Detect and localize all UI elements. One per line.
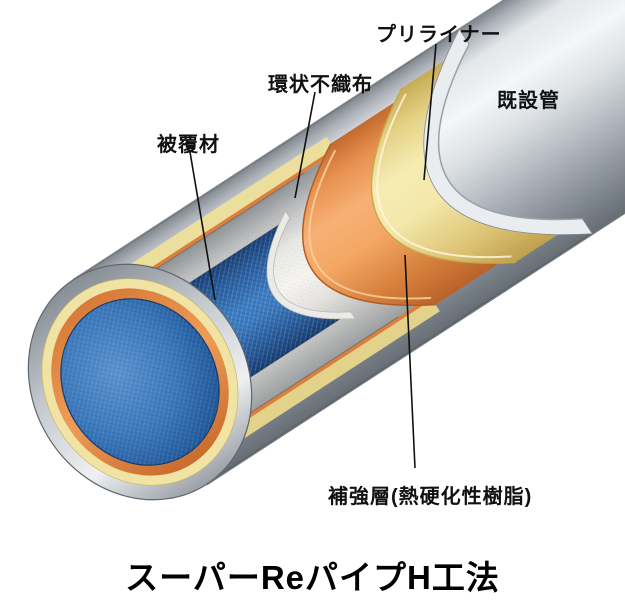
face-covering-texture bbox=[60, 298, 220, 466]
pipe-bottom-edge bbox=[205, 129, 625, 486]
label-existing-pipe: 既設管 bbox=[497, 90, 560, 112]
diagram-title: スーパーReパイプH工法 bbox=[125, 559, 500, 596]
reinforcement-front-edge bbox=[302, 143, 436, 307]
preliner-cut-strip-bottom bbox=[186, 296, 440, 470]
preliner-inner-edge bbox=[376, 93, 512, 259]
label-reinforcement: 補強層(熱硬化性樹脂) bbox=[328, 486, 533, 508]
leader-reinforcement bbox=[404, 254, 416, 469]
existing-pipe-inner-shadow bbox=[437, 43, 583, 221]
label-nonwoven: 環状不織布 bbox=[268, 74, 373, 96]
label-covering: 被覆材 bbox=[157, 134, 220, 156]
reinforcement-inner-edge bbox=[308, 149, 432, 300]
preliner-front-edge bbox=[370, 87, 516, 264]
leader-lines bbox=[189, 43, 437, 469]
existing-pipe-far-section bbox=[423, 0, 625, 235]
leader-nonwoven bbox=[294, 91, 316, 199]
pipe-top-edge bbox=[73, 0, 620, 281]
leader-preliner bbox=[423, 43, 437, 181]
leader-covering bbox=[189, 151, 216, 301]
nonwoven-cut-edge bbox=[266, 210, 356, 320]
label-preliner: プリライナー bbox=[376, 24, 502, 46]
pipe-group bbox=[27, 0, 625, 501]
